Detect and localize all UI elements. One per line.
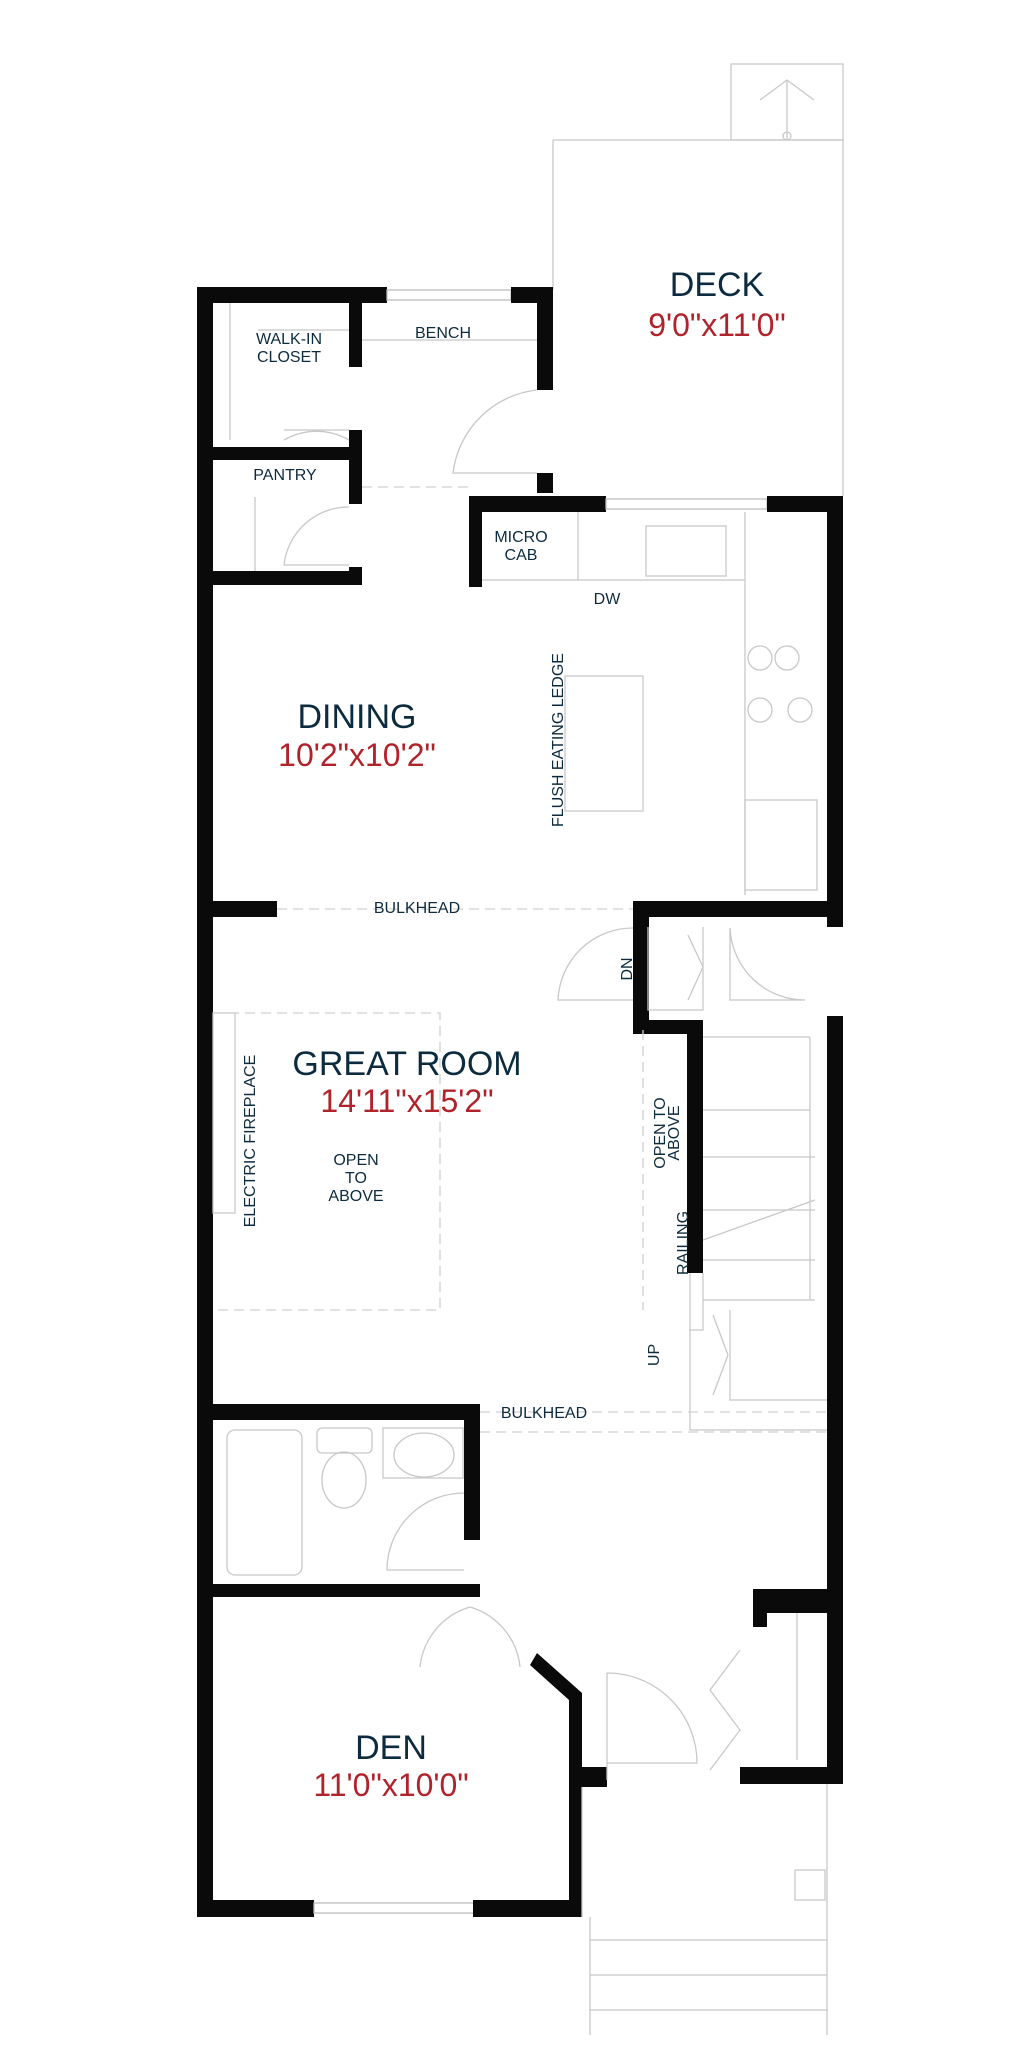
railing-label: RAILING [675, 1211, 692, 1275]
walk-in-closet-label-1: WALK-IN [256, 331, 322, 348]
dining-size: 10'2"x10'2" [278, 737, 436, 773]
stairs-down-label: DN [619, 957, 636, 980]
great-room-label: GREAT ROOM [292, 1045, 521, 1083]
den-size: 11'0"x10'0" [313, 1767, 468, 1803]
micro-cab-label-2: CAB [505, 547, 538, 564]
fireplace-label: ELECTRIC FIREPLACE [242, 1055, 259, 1227]
bulkhead-label-2: BULKHEAD [501, 1405, 587, 1422]
fixtures [212, 303, 828, 2035]
stair-open-to-above-label-2: ABOVE [666, 1105, 683, 1160]
pantry-label: PANTRY [253, 467, 317, 484]
bench-label: BENCH [415, 325, 471, 342]
open-to-above-label-3: ABOVE [328, 1188, 383, 1205]
open-to-above-label-2: TO [345, 1170, 367, 1187]
bulkhead-label: BULKHEAD [374, 900, 460, 917]
dining-label: DINING [298, 698, 417, 736]
walls [197, 287, 843, 1917]
open-to-above-label-1: OPEN [333, 1152, 378, 1169]
deck-size: 9'0"x11'0" [648, 307, 786, 343]
deck-outline [552, 63, 844, 496]
great-room-size: 14'11"x15'2" [320, 1083, 493, 1119]
walk-in-closet-label-2: CLOSET [257, 349, 321, 366]
stairs-up-label: UP [646, 1344, 663, 1366]
stair-open-to-above-label-1: OPEN TO [652, 1097, 669, 1168]
deck-label: DECK [670, 266, 765, 304]
den-label: DEN [355, 1729, 427, 1767]
eating-ledge-label: FLUSH EATING LEDGE [550, 653, 567, 827]
micro-cab-label-1: MICRO [494, 529, 547, 546]
dishwasher-label: DW [594, 591, 622, 608]
